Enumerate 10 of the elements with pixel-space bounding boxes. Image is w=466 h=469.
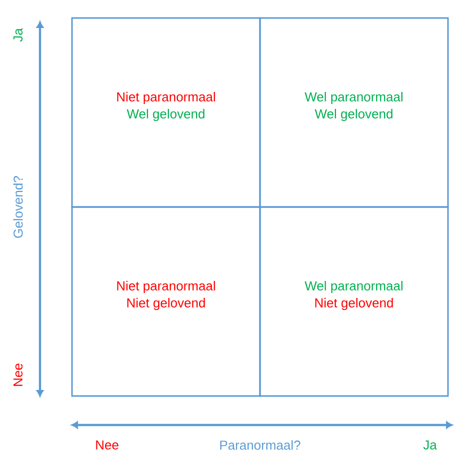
quadrant-cell: Niet paranormaal Wel gelovend xyxy=(71,17,261,208)
axis-end-label: Nee xyxy=(13,364,23,386)
axis-end-label: Ja xyxy=(13,28,23,42)
axis-title: Gelovend? xyxy=(13,176,23,238)
axis-title: Paranormaal? xyxy=(220,440,300,450)
quadrant-cell: Wel paranormaal Wel gelovend xyxy=(259,17,449,208)
quadrant-cell: Niet paranormaal Niet gelovend xyxy=(71,206,261,397)
quadrant-cell: Wel paranormaal Niet gelovend xyxy=(259,206,449,397)
axis-end-label: Ja xyxy=(423,440,437,450)
axis-end-label: Nee xyxy=(96,440,118,450)
